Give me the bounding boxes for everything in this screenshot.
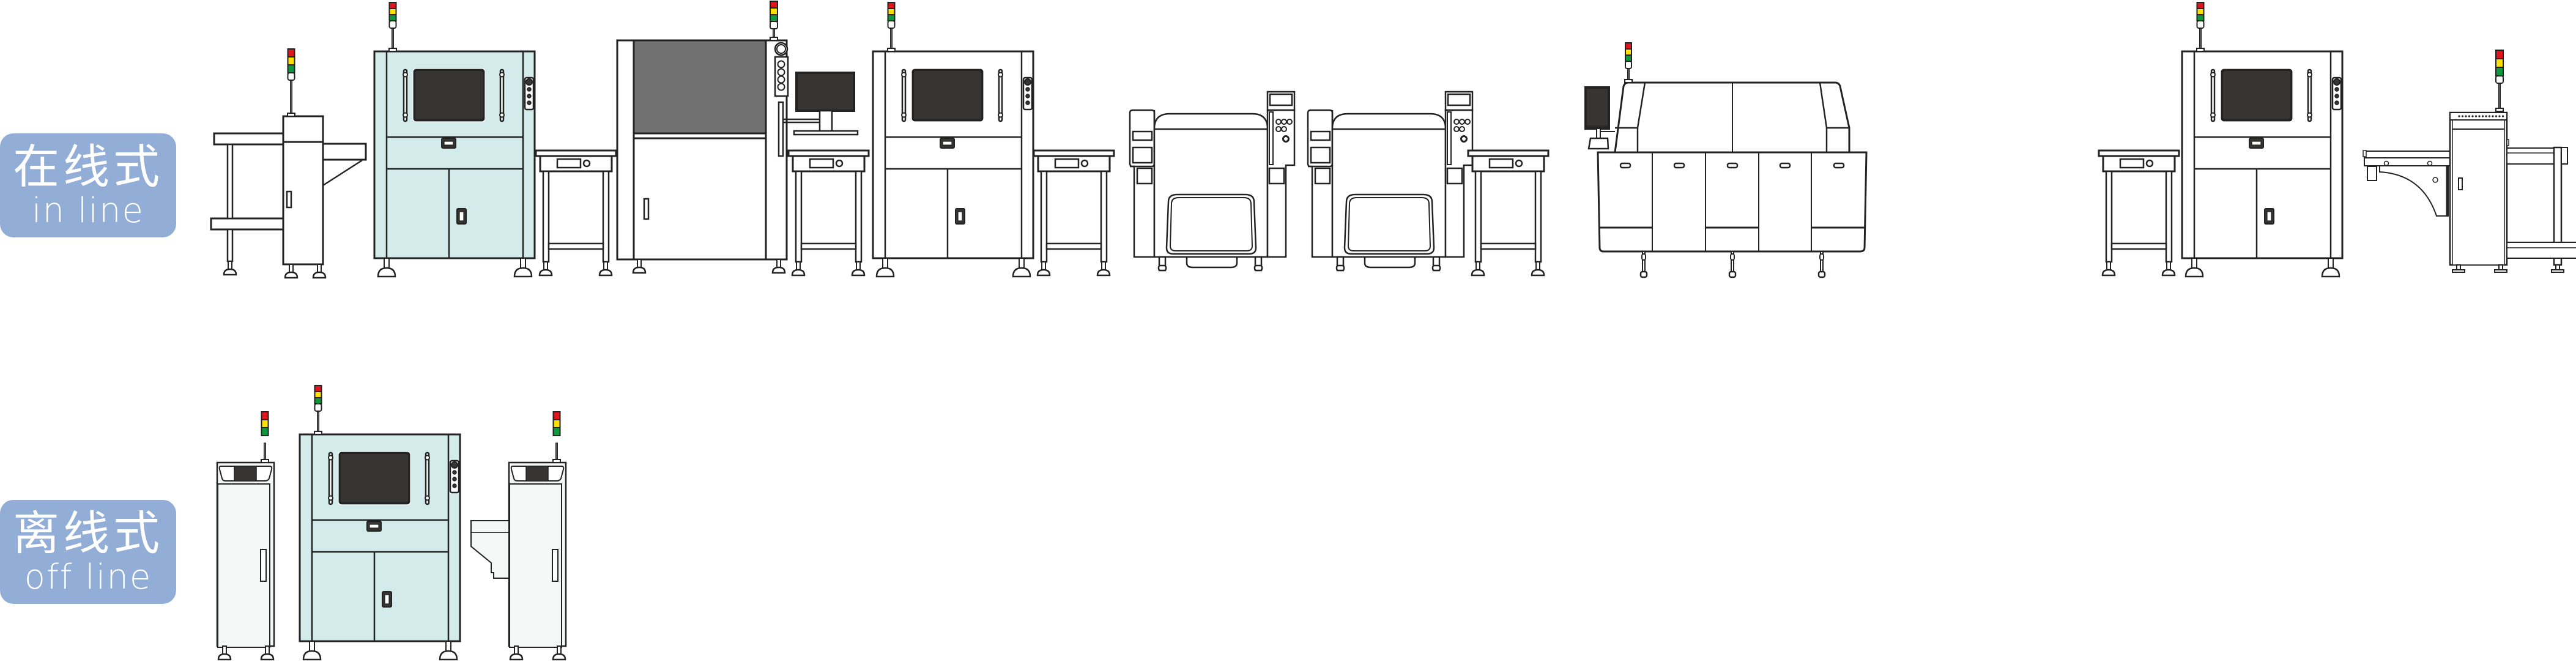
leveling-foot-icon — [2101, 261, 2116, 277]
signal-tower-icon — [2196, 2, 2205, 52]
solder-paste-printer — [616, 1, 859, 274]
leveling-foot-icon — [875, 258, 895, 278]
solder-paste-printer — [616, 1, 859, 274]
leveling-foot-icon — [260, 645, 275, 661]
offline-title-en: off line — [24, 557, 152, 597]
leveling-foot-icon — [598, 261, 613, 277]
offline-cabinet — [216, 411, 275, 661]
offline-aoi-machine — [299, 385, 461, 661]
board-loader — [210, 48, 367, 279]
leveling-foot-icon — [552, 645, 566, 661]
leveling-foot-icon — [538, 261, 553, 277]
inspection-machine — [872, 2, 1034, 278]
leveling-foot-icon — [1531, 261, 1545, 277]
conveyor-table — [787, 149, 870, 277]
conveyor-table-1 — [535, 149, 617, 277]
conveyor-table — [535, 149, 617, 277]
offline-chute — [470, 520, 510, 579]
signal-tower-icon — [261, 411, 269, 463]
leveling-foot-icon — [632, 259, 647, 274]
offline-unloader-cabinet — [470, 411, 567, 661]
conveyor-table — [1033, 149, 1115, 277]
leveling-foot-icon — [851, 261, 866, 277]
conveyor-table-2 — [787, 149, 870, 277]
leveling-foot-icon — [2184, 258, 2204, 278]
signal-tower-icon — [2495, 50, 2504, 112]
inspection-machine — [2181, 2, 2344, 278]
leveling-foot-icon — [284, 264, 299, 279]
leveling-foot-icon — [312, 264, 327, 279]
aoi-inspection-machine-1 — [373, 2, 536, 278]
leveling-foot-icon — [1471, 261, 1485, 277]
signal-tower-icon — [388, 2, 397, 52]
signal-tower-icon — [314, 385, 322, 435]
leveling-foot-icon — [791, 261, 806, 277]
conveyor-table — [1467, 149, 1550, 277]
conveyor-table-5 — [2098, 149, 2180, 277]
signal-tower-icon — [552, 411, 561, 463]
pick-and-place-machine-1 — [1129, 91, 1296, 272]
inspection-machine — [373, 2, 536, 278]
offline-section-badge: 离线式 off line — [0, 500, 176, 604]
leveling-foot-icon — [513, 258, 533, 278]
leveling-foot-icon — [1036, 261, 1051, 277]
conveyor-table-4 — [1467, 149, 1550, 277]
leveling-foot-icon — [509, 645, 524, 661]
leveling-foot-icon — [439, 641, 458, 661]
leveling-foot-icon — [2321, 258, 2340, 278]
signal-tower-icon — [887, 2, 896, 52]
reflow-oven — [1584, 42, 1868, 278]
leveling-foot-icon — [217, 645, 232, 661]
leveling-foot-icon — [1012, 258, 1031, 278]
board-unloader — [2363, 50, 2576, 273]
pick-and-place-machine-2 — [1307, 91, 1474, 272]
offline-title-zh: 离线式 — [13, 506, 163, 560]
signal-tower-icon — [1624, 42, 1633, 83]
spi-inspection-machine — [872, 2, 1034, 278]
offline-loader-cabinet — [216, 411, 275, 661]
signal-tower-icon — [287, 48, 295, 117]
inline-title-zh: 在线式 — [13, 139, 163, 194]
offline-production-line — [216, 385, 567, 661]
board-loader — [210, 48, 367, 279]
leveling-foot-icon — [302, 641, 322, 661]
leveling-foot-icon — [223, 261, 237, 276]
signal-tower-icon — [770, 1, 778, 41]
leveling-foot-icon — [2161, 261, 2176, 277]
conveyor-table-3 — [1033, 149, 1115, 277]
board-unloader — [2363, 50, 2576, 273]
pick-and-place-machine — [1129, 91, 1296, 272]
inline-title-en: in line — [32, 191, 144, 231]
leveling-foot-icon — [1096, 261, 1111, 277]
pick-and-place-machine — [1307, 91, 1474, 272]
conveyor-table — [2098, 149, 2180, 277]
reflow-oven — [1584, 42, 1868, 278]
inline-section-badge: 在线式 in line — [0, 133, 176, 237]
aoi-inspection-machine-2 — [2181, 2, 2344, 278]
leveling-foot-icon — [377, 258, 396, 278]
offline-cabinet — [508, 411, 567, 661]
inline-production-line — [210, 1, 2576, 279]
leveling-foot-icon — [771, 259, 786, 274]
inspection-machine — [299, 385, 461, 661]
